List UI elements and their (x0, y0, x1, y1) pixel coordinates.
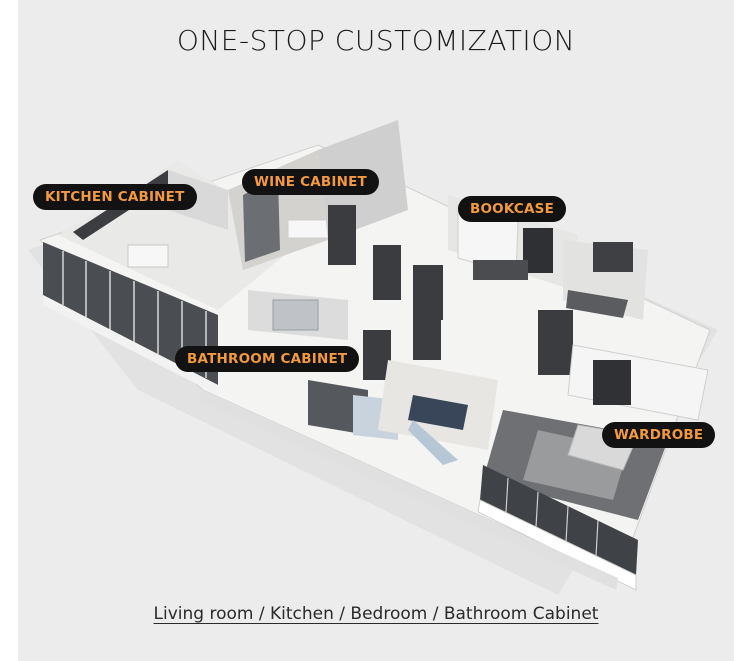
page-title: ONE-STOP CUSTOMIZATION (176, 24, 576, 57)
apartment-3d-illustration (28, 120, 718, 595)
main-panel: ONE-STOP CUSTOMIZATION (18, 0, 734, 661)
caption-text: Living room / Kitchen / Bedroom / Bathro… (153, 604, 599, 624)
bookcase-label: BOOKCASE (458, 196, 566, 222)
wardrobe-label: WARDROBE (602, 422, 716, 448)
wine-cabinet-label: WINE CABINET (242, 169, 379, 195)
kitchen-cabinet-label: KITCHEN CABINET (33, 184, 197, 210)
room-caption: Living room / Kitchen / Bedroom / Bathro… (18, 604, 734, 624)
bathroom-cabinet-label: BATHROOM CABINET (175, 346, 360, 372)
